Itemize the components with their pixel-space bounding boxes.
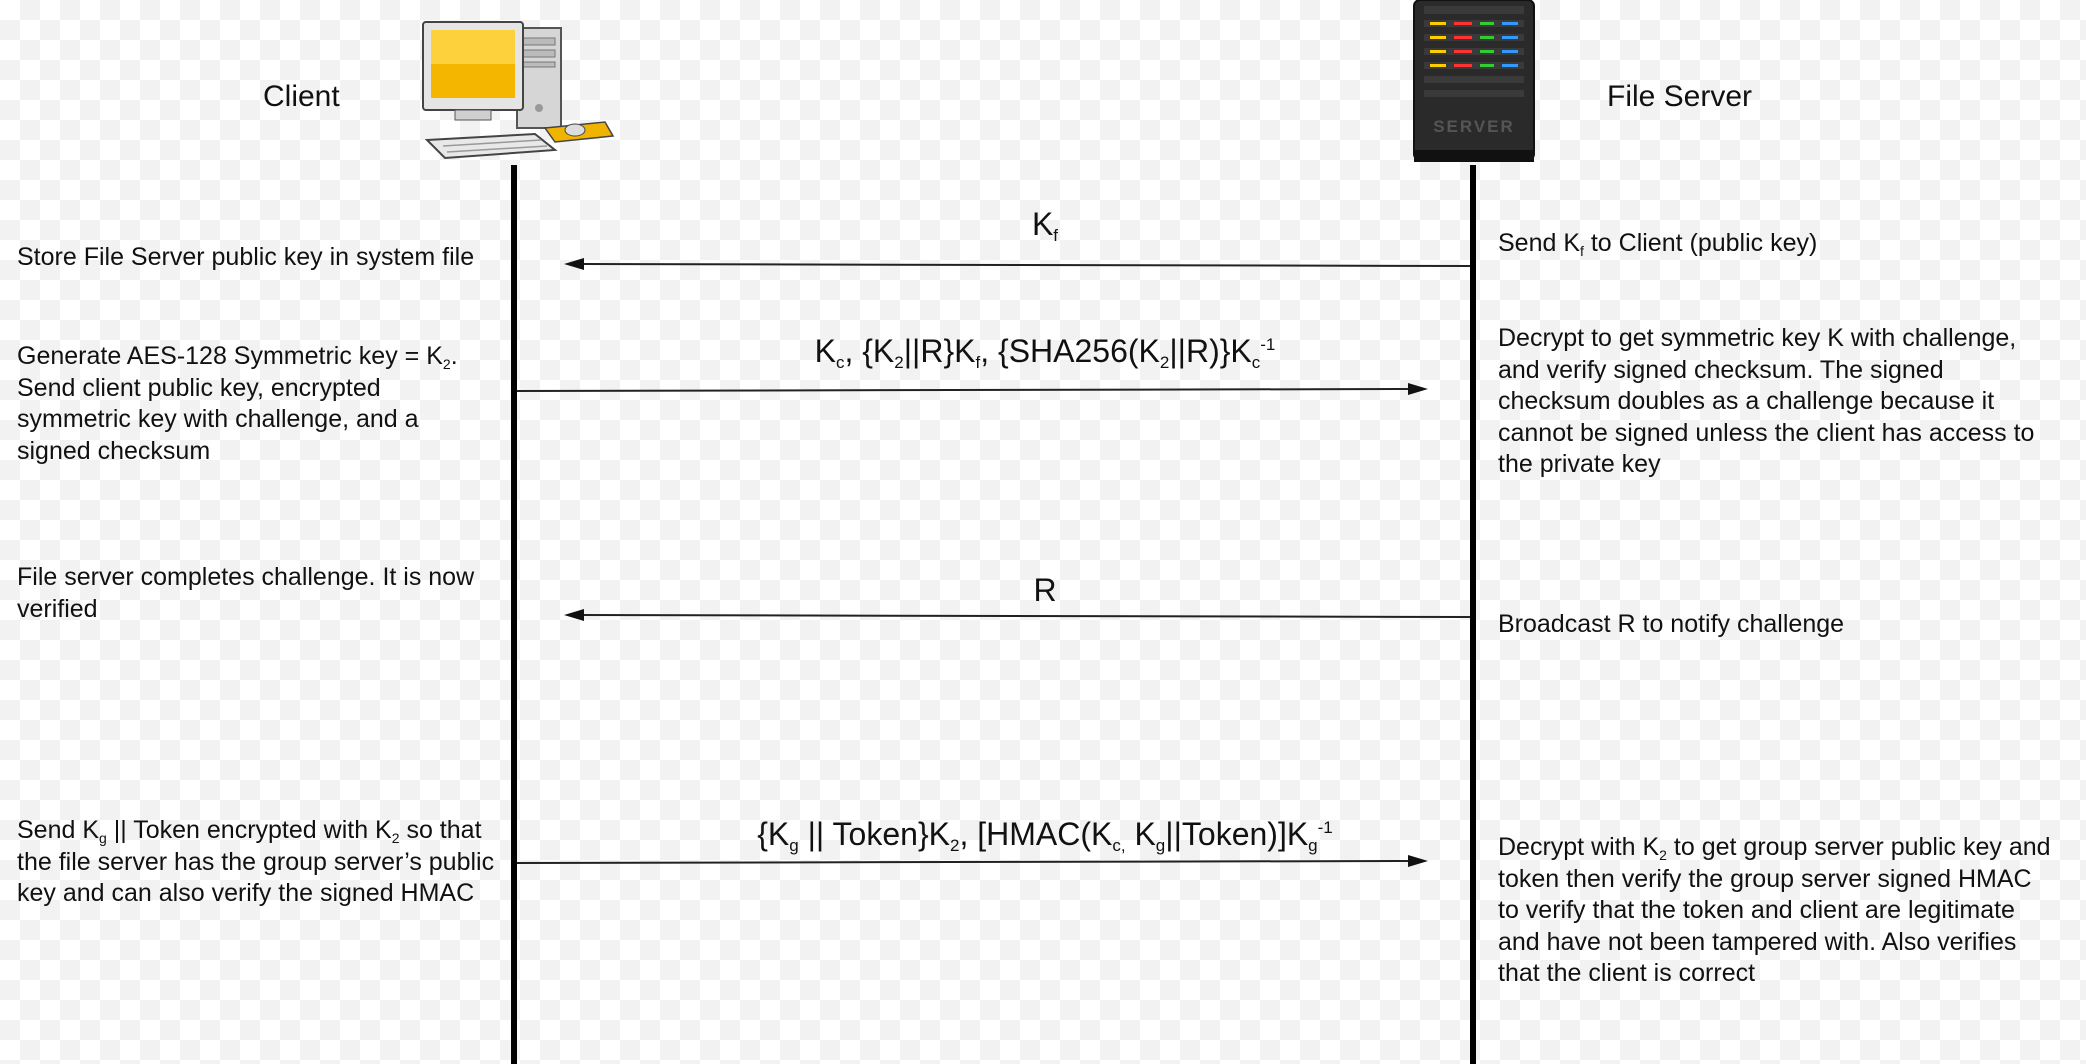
arrow-1-server-to-client xyxy=(581,263,1471,267)
client-note-1: Store File Server public key in system f… xyxy=(17,243,475,271)
server-note-4: Decrypt with K2 to get group server publ… xyxy=(1498,833,2051,987)
client-note-2: Generate AES-128 Symmetric key = K2. Sen… xyxy=(17,342,458,465)
arrow-3-server-to-client xyxy=(581,614,1471,618)
server-note-3: Broadcast R to notify challenge xyxy=(1498,610,1845,638)
desktop-computer-icon xyxy=(422,21,615,160)
message-3-label: R xyxy=(1033,572,1057,608)
arrow-1-head xyxy=(564,258,584,270)
file-server-heading: File Server xyxy=(1607,80,1753,113)
server-note-1: Send Kf to Client (public key) xyxy=(1498,229,1818,259)
server-lifeline xyxy=(1470,165,1476,1064)
message-1-label: Kf xyxy=(1031,206,1059,245)
client-note-4: Send Kg || Token encrypted with K2 so th… xyxy=(17,816,495,907)
server-tower-icon: SERVER xyxy=(1413,0,1535,162)
message-4-label: {Kg || Token}K2, [HMAC(Kc, Kg||Token)]Kg… xyxy=(757,816,1333,855)
client-heading: Client xyxy=(263,80,340,113)
server-note-2: Decrypt to get symmetric key K with chal… xyxy=(1498,324,2035,478)
arrow-4-head xyxy=(1408,855,1428,867)
server-icon-text: SERVER xyxy=(1433,117,1515,136)
client-lifeline xyxy=(511,165,517,1064)
client-note-3: File server completes challenge. It is n… xyxy=(17,563,475,623)
arrow-3-head xyxy=(564,609,584,621)
arrow-2-client-to-server xyxy=(516,388,1411,392)
message-2-label: Kc, {K2||R}Kf, {SHA256(K2||R)}Kc-1 xyxy=(814,333,1276,372)
arrow-2-head xyxy=(1408,383,1428,395)
arrow-4-client-to-server xyxy=(516,860,1411,864)
